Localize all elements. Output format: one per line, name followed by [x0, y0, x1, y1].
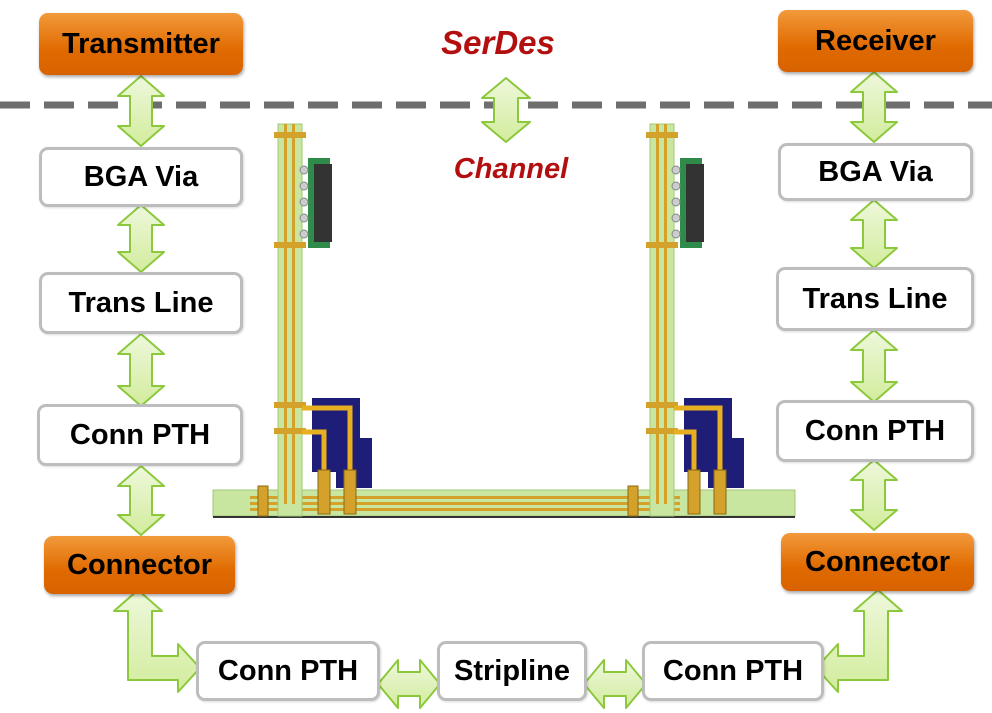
transmitter-box: Transmitter — [39, 13, 243, 75]
transmitter-bga-via-arrow — [117, 75, 165, 147]
left-via-pad — [274, 402, 306, 408]
right-card-trace — [664, 124, 667, 504]
left-trans-line-box: Trans Line — [39, 272, 243, 334]
left-bga-ball — [299, 213, 309, 223]
left-bga-ball — [299, 181, 309, 191]
stripline-trace — [250, 496, 680, 499]
right-connector-box: Connector — [781, 533, 974, 591]
left-bga-ball — [299, 165, 309, 175]
serdes-label: SerDes — [441, 24, 555, 61]
right-bga-ball — [671, 181, 681, 191]
left-conn-pth-box: Conn PTH — [37, 404, 243, 466]
right-bga-ball — [671, 213, 681, 223]
right-via-pad — [646, 402, 678, 408]
left-press-fit-pin — [343, 469, 357, 515]
conn-pth-connector-arrow — [850, 459, 898, 531]
left-card-trace — [284, 124, 287, 504]
right-press-fit-pin — [687, 469, 701, 515]
stripline-trace — [250, 502, 680, 505]
right-card-trace — [656, 124, 659, 504]
right-conn-pth-box: Conn PTH — [776, 400, 974, 462]
left-connector-elbow-arrow — [113, 589, 201, 693]
left-bga-ball — [299, 197, 309, 207]
bga-via-trans-line-arrow — [850, 199, 898, 269]
channel-label: Channel — [453, 153, 569, 185]
right-bga-ball — [671, 197, 681, 207]
left-via-pad — [274, 428, 306, 434]
conn-pth-connector-arrow — [117, 465, 165, 536]
right-bga-die — [686, 164, 704, 242]
left-card-trace — [292, 124, 295, 504]
right-via-pad — [646, 132, 678, 138]
left-connector-box: Connector — [44, 536, 235, 594]
left-bga-die — [314, 164, 332, 242]
left-press-fit-pin — [317, 469, 331, 515]
trans-line-conn-pth-arrow — [850, 329, 898, 403]
right-via-pad — [646, 242, 678, 248]
stripline-box: Stripline — [437, 641, 587, 701]
right-press-fit-pin — [713, 469, 727, 515]
left-bga-via-box: BGA Via — [39, 147, 243, 207]
conn-pth-stripline-arrow — [377, 659, 441, 709]
backplane-via — [627, 485, 639, 517]
board-cross-section — [212, 123, 796, 518]
receiver-bga-via-arrow — [850, 71, 898, 143]
left-connector-pin — [302, 405, 353, 500]
stripline-conn-pth-arrow — [583, 659, 647, 709]
right-bga-ball — [671, 165, 681, 175]
receiver-box: Receiver — [778, 10, 973, 72]
left-via-pad — [274, 242, 306, 248]
stripline-trace — [250, 508, 680, 511]
right-bga-ball — [671, 229, 681, 239]
left-via-pad — [274, 132, 306, 138]
trans-line-conn-pth-arrow — [117, 333, 165, 407]
right-trans-line-box: Trans Line — [776, 267, 974, 331]
bottom-left-conn-pth-box: Conn PTH — [196, 641, 380, 701]
right-via-pad — [646, 428, 678, 434]
left-daughter-card — [277, 123, 303, 517]
right-connector-pin — [674, 405, 723, 500]
bga-via-trans-line-arrow — [117, 204, 165, 273]
backplane-via — [257, 485, 269, 517]
serdes-channel-arrow — [481, 77, 531, 143]
right-connector-elbow-arrow — [815, 589, 903, 693]
bottom-right-conn-pth-box: Conn PTH — [642, 641, 824, 701]
right-daughter-card — [649, 123, 675, 517]
left-bga-ball — [299, 229, 309, 239]
right-bga-via-box: BGA Via — [778, 143, 973, 201]
